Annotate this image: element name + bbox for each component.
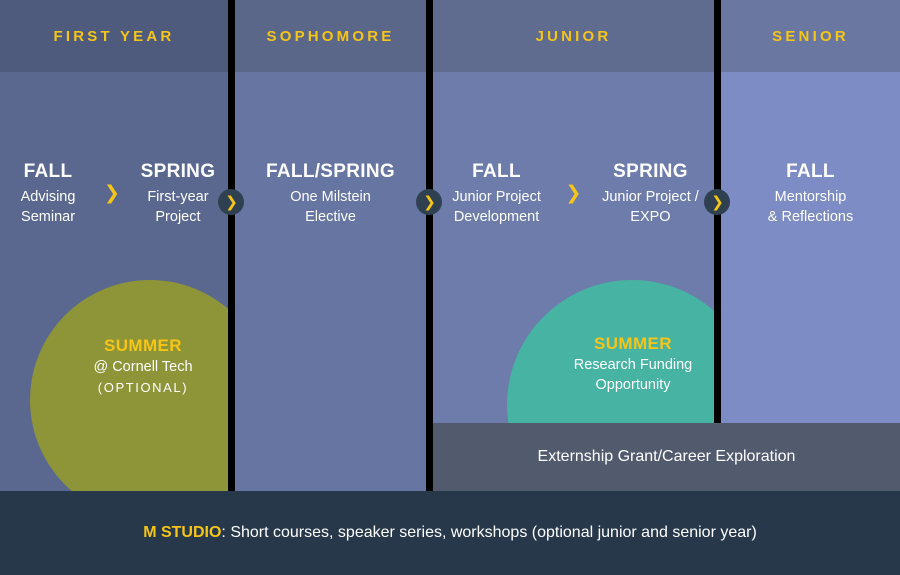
stage-connector-node-3: ❯ — [704, 189, 730, 215]
column-first-year: FIRST YEAR SUMMER @ Cornell Tech (OPTION… — [0, 0, 228, 491]
summer-line-2: Opportunity — [595, 376, 671, 393]
term-season: SPRING — [140, 161, 216, 182]
footer-text: M STUDIO: Short courses, speaker series,… — [143, 524, 757, 542]
column-body-first-year: SUMMER @ Cornell Tech (OPTIONAL) — [0, 72, 228, 491]
term-season: FALL — [23, 161, 73, 182]
column-header-label: SENIOR — [772, 27, 849, 45]
chevron-right-icon: ❯ — [423, 192, 436, 211]
column-body-junior: SUMMER Research Funding Opportunity — [433, 72, 714, 423]
column-body-sophomore — [235, 72, 426, 491]
term-season: FALL — [472, 161, 521, 182]
summer-block-cornell-tech: SUMMER @ Cornell Tech (OPTIONAL) — [48, 336, 228, 397]
column-header-label: FIRST YEAR — [53, 27, 175, 45]
chevron-right-icon: ❯ — [104, 182, 120, 204]
column-header-sophomore: SOPHOMORE — [235, 0, 426, 72]
column-junior: JUNIOR SUMMER Research Funding Opportuni… — [433, 0, 714, 423]
summer-line-1: Research Funding — [573, 357, 693, 373]
summer-title: SUMMER — [104, 336, 182, 355]
terms-senior: FALL Mentorship& Reflections — [721, 160, 900, 227]
term-fall-senior: FALL Mentorship& Reflections — [727, 160, 895, 227]
summer-line-1: @ Cornell Tech — [93, 359, 193, 375]
footer-description: : Short courses, speaker series, worksho… — [221, 524, 757, 541]
term-season: FALL — [786, 161, 835, 182]
column-divider-2 — [426, 0, 433, 491]
column-header-label: SOPHOMORE — [266, 27, 395, 45]
summer-optional-note: (OPTIONAL) — [97, 379, 189, 395]
column-header-label: JUNIOR — [535, 27, 612, 45]
column-divider-1 — [228, 0, 235, 491]
column-header-senior: SENIOR — [721, 0, 900, 72]
term-season: SPRING — [613, 161, 688, 182]
term-spring-junior: SPRING Junior Project /EXPO — [590, 160, 710, 227]
stage-connector-node-1: ❯ — [218, 189, 244, 215]
column-senior: SENIOR FALL Mentorship& Reflections — [721, 0, 900, 423]
summer-title: SUMMER — [594, 334, 672, 353]
chevron-right-icon: ❯ — [565, 182, 582, 204]
externship-label: Externship Grant/Career Exploration — [537, 448, 796, 465]
column-header-junior: JUNIOR — [433, 0, 714, 72]
term-detail: Mentorship& Reflections — [767, 188, 854, 225]
column-header-first-year: FIRST YEAR — [0, 0, 228, 72]
footer-brand-label: M STUDIO — [143, 524, 222, 541]
summer-block-research-funding: SUMMER Research Funding Opportunity — [543, 334, 714, 395]
externship-band: Externship Grant/Career Exploration — [433, 423, 900, 491]
stage-connector-node-2: ❯ — [416, 189, 442, 215]
column-body-senior — [721, 72, 900, 423]
chevron-right-icon: ❯ — [711, 192, 724, 211]
term-season: FALL/SPRING — [266, 161, 395, 182]
term-detail: Junior Project /EXPO — [602, 188, 699, 225]
footer-banner: M STUDIO: Short courses, speaker series,… — [0, 491, 900, 575]
chevron-right-icon: ❯ — [225, 192, 238, 211]
